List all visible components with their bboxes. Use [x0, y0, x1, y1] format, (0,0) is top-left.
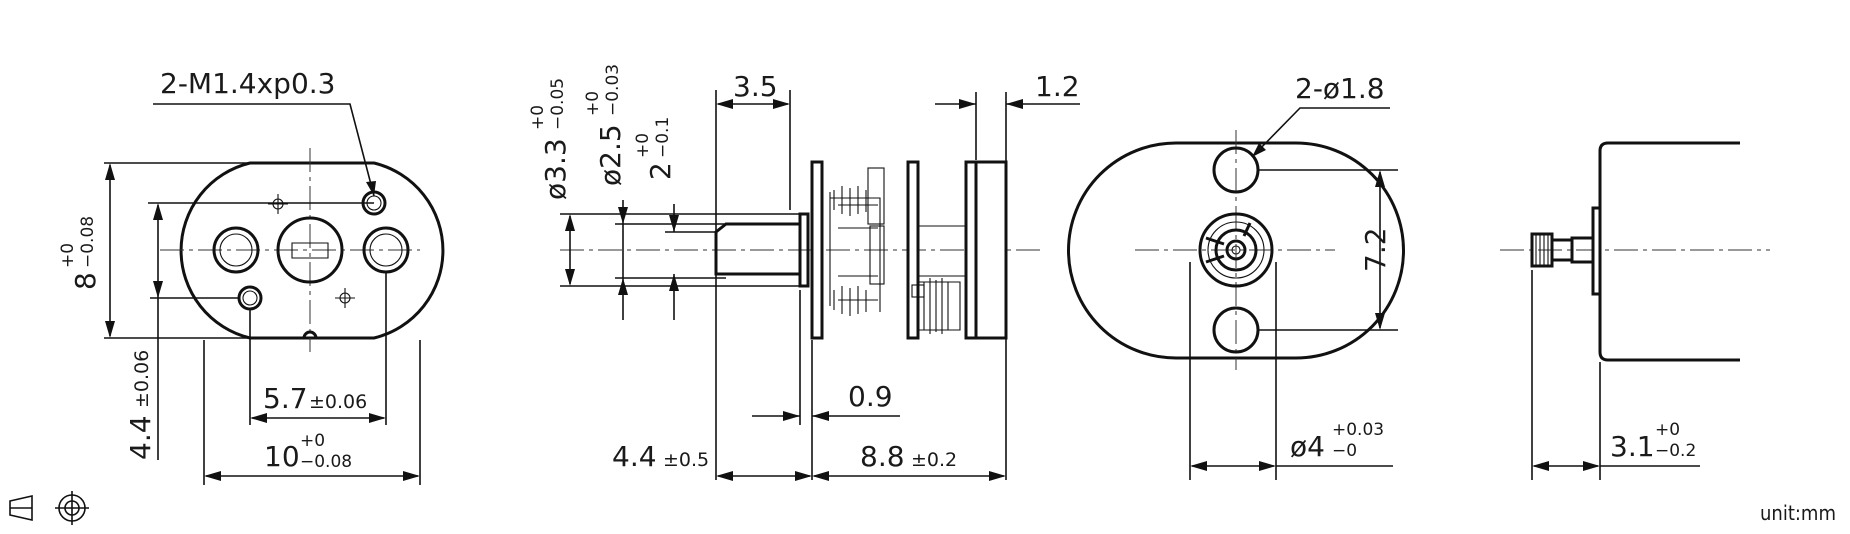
- svg-text:+0: +0: [528, 105, 548, 130]
- shaft-length-dim: 4.4: [612, 440, 657, 473]
- rear-hole-spacing-dim: 7.2: [1359, 227, 1392, 272]
- width-dim: 10: [264, 440, 300, 473]
- rear-hub: [1198, 212, 1274, 288]
- gap-0-9-dim: 0.9: [848, 380, 893, 413]
- motor-can: [1598, 141, 1740, 362]
- middle-plate: [906, 160, 920, 340]
- bore-dia-dim: ø4: [1290, 430, 1325, 463]
- center-bore: [276, 216, 344, 284]
- thread-label: 2-M1.4xp0.3: [160, 67, 335, 100]
- svg-text:±0.06: ±0.06: [309, 391, 367, 413]
- plate-1-2-dim: 1.2: [1035, 70, 1080, 103]
- projection-symbol: [9, 491, 89, 525]
- svg-text:±0.2: ±0.2: [911, 449, 957, 471]
- motor-offset-dim: 3.1: [1610, 430, 1655, 463]
- svg-text:−0.08: −0.08: [78, 216, 98, 268]
- side-view: ø3.3 +0 −0.05 ø2.5 +0 −0.03 2 +0 −0.1: [528, 64, 1080, 481]
- motor-pinion: [1530, 232, 1554, 268]
- front-view: 2-M1.4xp0.3 8 +0 −0.08 4.4 ±0.06 5.7 ±0.…: [58, 67, 445, 485]
- rear-view: 2-ø1.8 7.2 ø4 +0.03 −0: [1067, 72, 1405, 480]
- shaft-dia2-dim: ø2.5: [594, 124, 627, 186]
- svg-text:−0.1: −0.1: [653, 117, 673, 158]
- svg-text:+0: +0: [1655, 420, 1680, 440]
- svg-text:+0: +0: [583, 91, 603, 116]
- thread-hole-bottom: [237, 285, 263, 311]
- hole-offset-dim: 4.4: [124, 415, 157, 460]
- rear-plate-2: [974, 160, 1008, 340]
- front-plate: [810, 160, 824, 340]
- body-length-dim: 8.8: [860, 440, 905, 473]
- svg-text:−0.05: −0.05: [548, 78, 568, 130]
- height-dim: 8: [69, 272, 102, 290]
- projection-cone-icon: [9, 494, 33, 522]
- output-shaft: [714, 222, 800, 276]
- svg-text:+0.03: +0.03: [1332, 420, 1384, 440]
- rear-plate-outline: [1067, 141, 1405, 360]
- length-3-5-dim: 3.5: [733, 70, 778, 103]
- motor-flange: [1591, 206, 1602, 296]
- front-plate-outline: [179, 161, 445, 340]
- projection-circle-icon: [55, 491, 89, 525]
- svg-text:±0.06: ±0.06: [131, 350, 153, 408]
- svg-text:−0.2: −0.2: [1655, 441, 1696, 461]
- flat-dim: 2: [644, 162, 677, 180]
- shaft-dia-dim: ø3.3: [539, 138, 572, 200]
- svg-text:−0: −0: [1332, 441, 1357, 461]
- svg-text:−0.08: −0.08: [300, 452, 352, 472]
- svg-text:+0: +0: [300, 431, 325, 451]
- svg-text:±0.5: ±0.5: [663, 449, 709, 471]
- svg-text:+0: +0: [633, 133, 653, 158]
- svg-text:−0.03: −0.03: [603, 64, 623, 116]
- unit-label: unit:mm: [1760, 501, 1836, 525]
- mount-hole-left: [212, 226, 260, 274]
- rear-holes-label: 2-ø1.8: [1295, 72, 1385, 105]
- hole-spacing-dim: 5.7: [263, 382, 308, 415]
- svg-text:+0: +0: [58, 243, 78, 268]
- motor-view: 3.1 +0 −0.2: [1500, 141, 1770, 480]
